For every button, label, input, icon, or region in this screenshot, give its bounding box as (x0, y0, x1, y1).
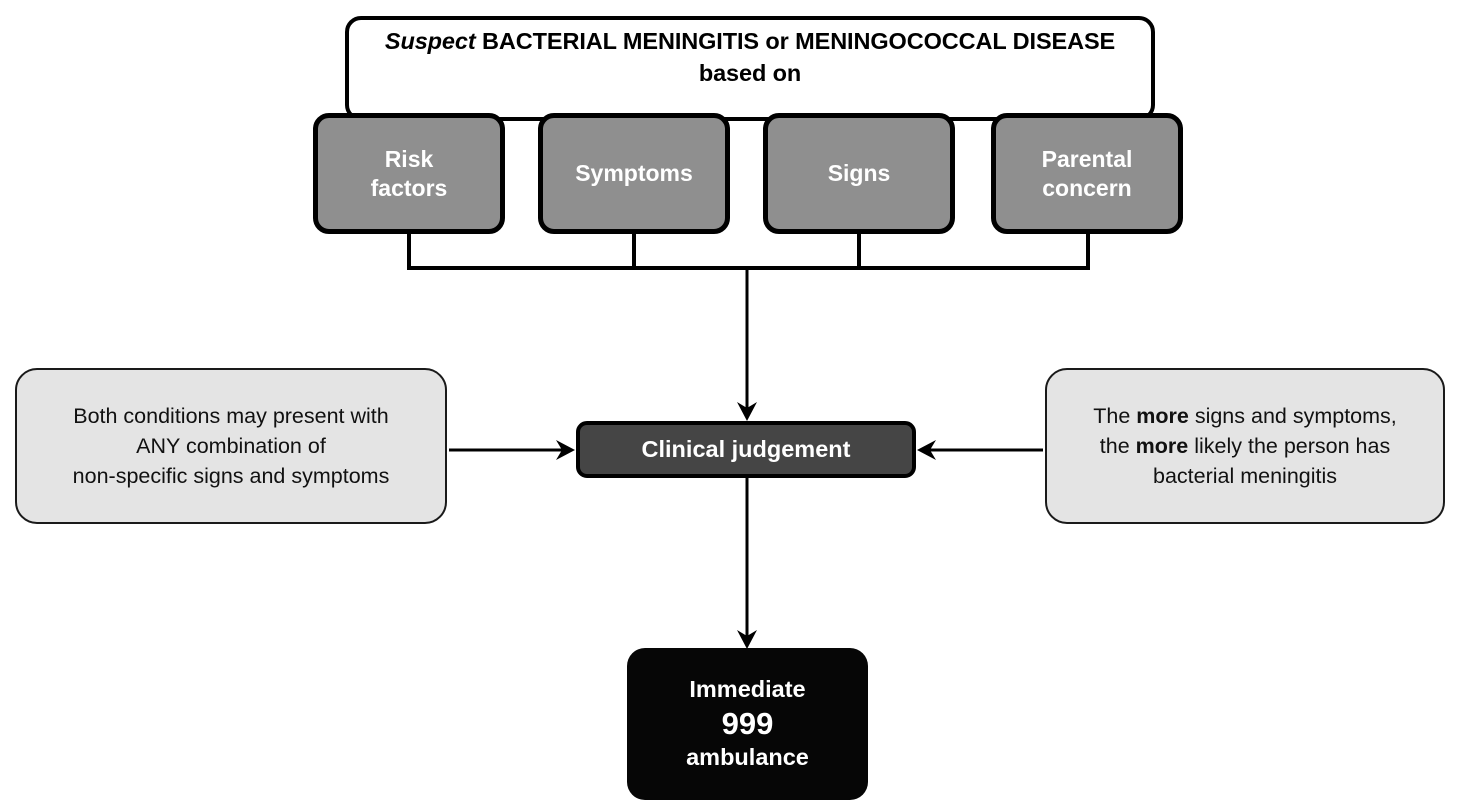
note-left-line-3: non-specific signs and symptoms (72, 464, 390, 489)
suspect-title-rest: BACTERIAL MENINGITIS or MENINGOCOCCAL DI… (475, 28, 1116, 86)
arrow-right-note-head (917, 440, 936, 460)
note-right-line-3: bacterial meningitis (1152, 464, 1338, 489)
suspect-keyword: Suspect (384, 28, 476, 55)
note-left-line-1: Both conditions may present with (73, 403, 389, 428)
outcome-line-immediate: Immediate (689, 675, 806, 702)
note-right-text: The more signs and symptoms, the more li… (1093, 401, 1397, 491)
criteria-box-symptoms[interactable]: Symptoms (538, 113, 730, 234)
note-right-line-2: the more likely the person has (1093, 431, 1397, 461)
note-left-line-2: ANY combination of (136, 433, 326, 458)
note-left-text: Both conditions may present with ANY com… (73, 401, 390, 491)
criteria-box-signs[interactable]: Signs (763, 113, 955, 234)
note-right-line-2-pre: the (1099, 433, 1136, 458)
criteria-label-signs: Signs (827, 160, 891, 187)
criteria-label-symptoms: Symptoms (575, 160, 693, 187)
note-right-line-1-pre: The (1093, 403, 1137, 428)
suspect-title-box: Suspect BACTERIAL MENINGITIS or MENINGOC… (345, 16, 1155, 121)
note-right-line-1-post: signs and symptoms, (1188, 403, 1397, 428)
note-box-non-specific-presentation: Both conditions may present with ANY com… (15, 368, 447, 524)
note-right-line-1-emphasis: more (1136, 403, 1189, 428)
outcome-line-ambulance: ambulance (686, 744, 809, 771)
arrow-criteria-to-judgement-head (737, 402, 757, 421)
note-right-line-2-emphasis: more (1135, 433, 1189, 458)
outcome-box-immediate-999-ambulance[interactable]: Immediate 999 ambulance (627, 648, 868, 800)
arrow-judgement-to-outcome-head (737, 630, 757, 649)
suspect-title-text: Suspect BACTERIAL MENINGITIS or MENINGOC… (349, 26, 1151, 110)
note-right-line-2-post: likely the person has (1188, 433, 1391, 458)
outcome-line-999: 999 (721, 705, 774, 741)
arrow-left-note-head (556, 440, 575, 460)
note-box-more-signs-likelihood: The more signs and symptoms, the more li… (1045, 368, 1445, 524)
note-right-line-1: The more signs and symptoms, (1093, 401, 1397, 431)
clinical-judgement-box[interactable]: Clinical judgement (576, 421, 916, 478)
clinical-judgement-label: Clinical judgement (641, 436, 851, 462)
